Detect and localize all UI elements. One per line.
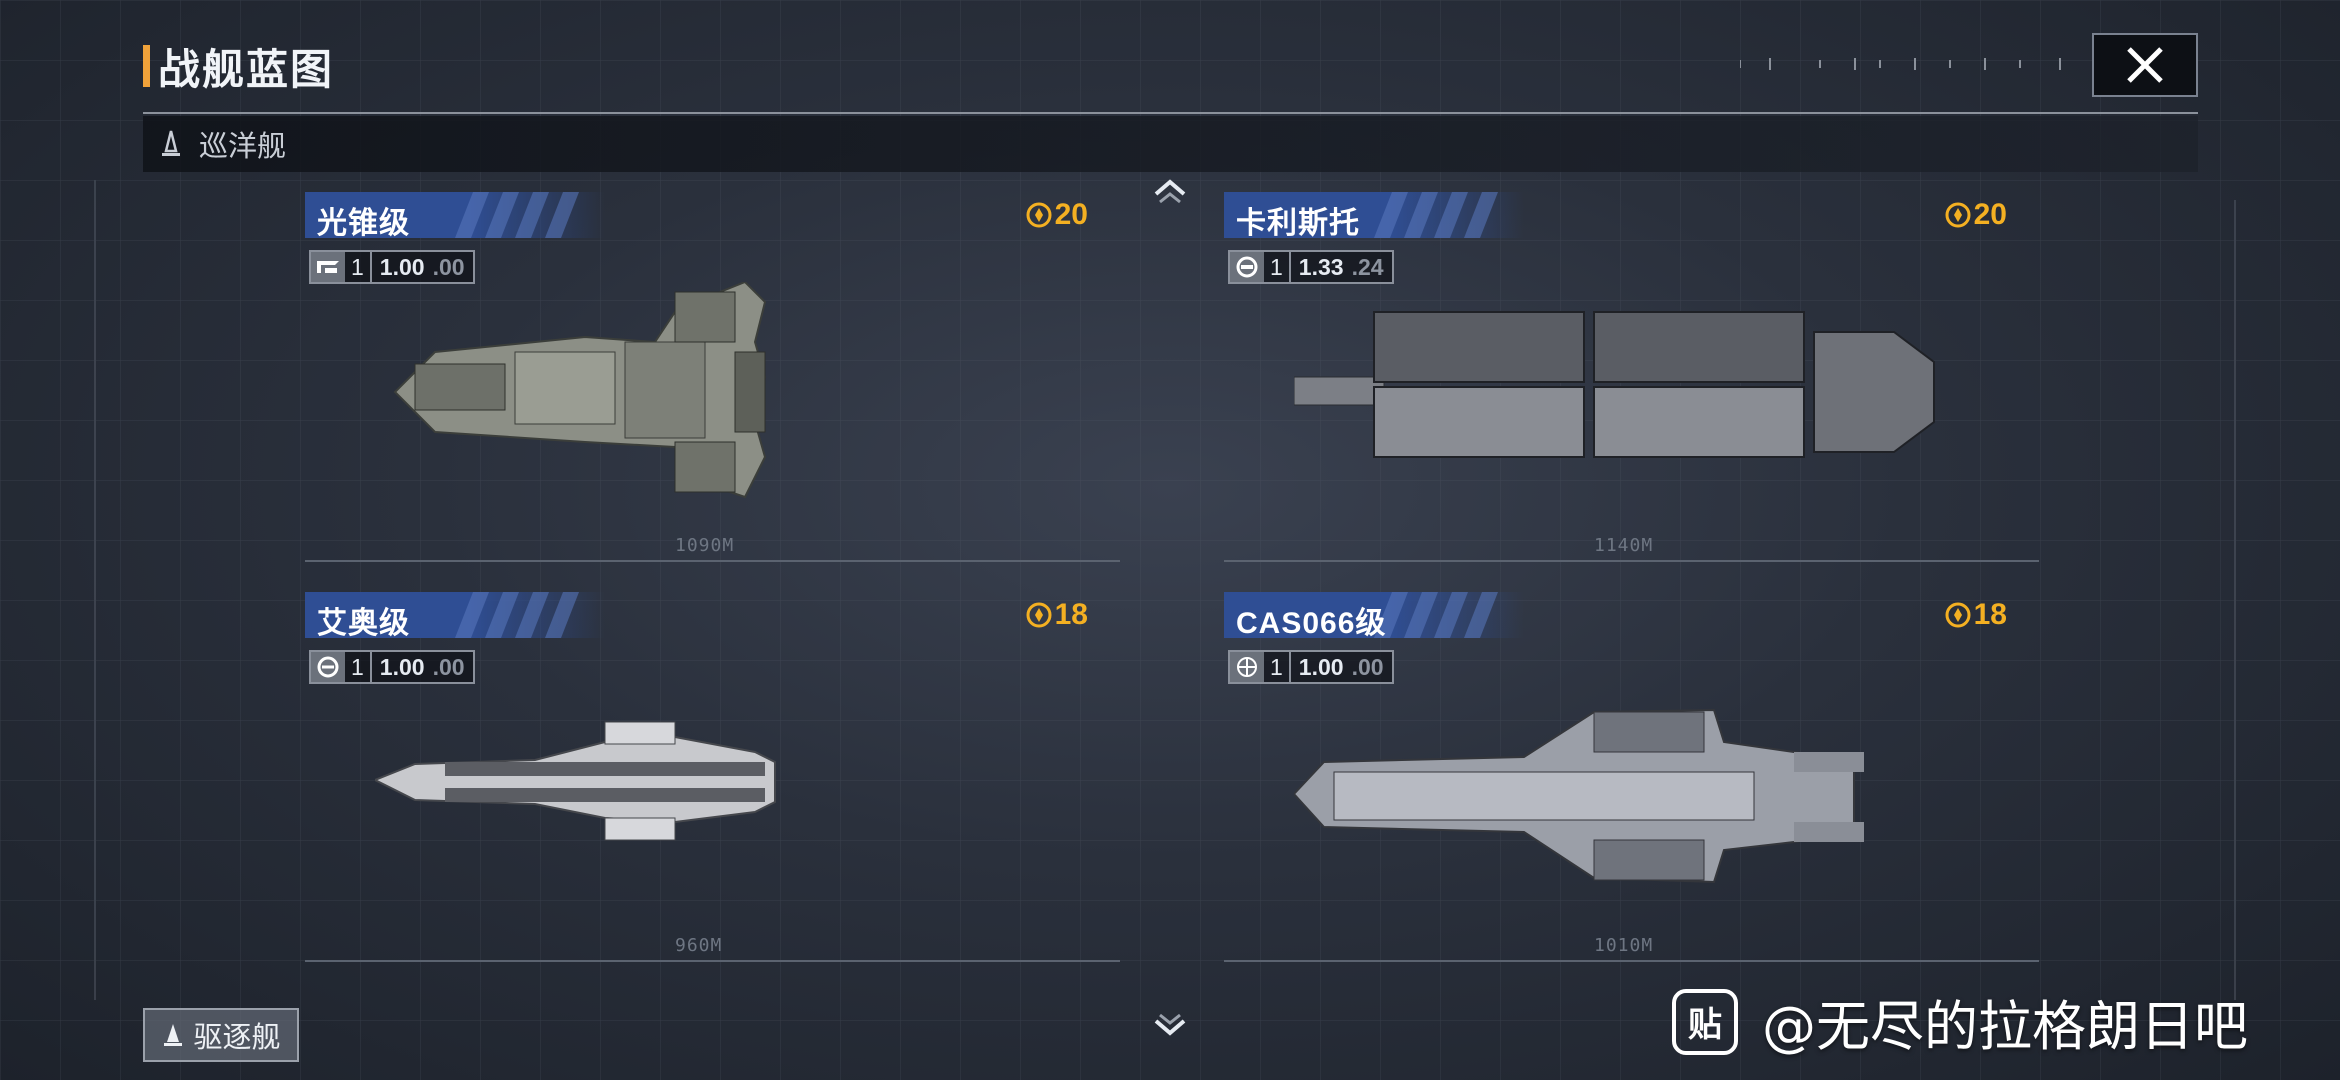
ship-name-tab: 艾奥级: [305, 592, 605, 640]
scale-baseline: [305, 560, 1120, 562]
close-button[interactable]: [2092, 33, 2198, 97]
ship-blueprint-image: [375, 721, 776, 841]
ship-length: 1140M: [1594, 535, 1654, 556]
blueprint-cost: 18: [1945, 598, 2007, 632]
watermark-text: @无尽的拉格朗日吧: [1762, 995, 2248, 1058]
category-label: 巡洋舰: [199, 131, 287, 163]
scale-baseline: [305, 960, 1120, 962]
ship-name-tab: CAS066级: [1224, 592, 1524, 640]
ship-name: 光锥级: [317, 207, 410, 240]
scroll-down-chevron-icon[interactable]: [1150, 1013, 1190, 1041]
ship-blueprint-image: [1294, 708, 1864, 884]
scale-baseline: [1224, 560, 2039, 562]
stat-value: 1.00: [1298, 653, 1344, 680]
ship-stat-box: 1 1.00 .00: [309, 650, 475, 684]
ship-name: 艾奥级: [317, 607, 410, 640]
stat-decimal: .00: [432, 253, 465, 280]
cost-value: 18: [1054, 598, 1088, 631]
currency-coin-icon: [1026, 202, 1052, 228]
scale-baseline: [1224, 960, 2039, 962]
cost-value: 18: [1973, 598, 2007, 631]
ship-name: CAS066级: [1236, 607, 1387, 640]
destroyer-label: 驱逐舰: [193, 1022, 281, 1054]
stat-count: 1: [345, 652, 372, 682]
header-divider: [143, 112, 2198, 114]
ship-blueprint-image: [393, 282, 767, 499]
stat-decimal: .24: [1351, 253, 1384, 280]
currency-coin-icon: [1945, 602, 1971, 628]
ship-length: 1010M: [1594, 935, 1654, 956]
cruiser-class-icon: [162, 130, 180, 156]
scroll-up-chevron-icon[interactable]: [1150, 176, 1190, 204]
title-accent-bar: [143, 45, 150, 87]
ship-length: 1090M: [675, 535, 735, 556]
stat-value: 1.00: [379, 253, 425, 280]
forum-watermark: 贴 @无尽的拉格朗日吧: [1672, 982, 2248, 1061]
currency-coin-icon: [1945, 202, 1971, 228]
manufacturer-logo-icon: [1230, 252, 1264, 282]
ship-name-tab: 卡利斯托: [1224, 192, 1524, 240]
blueprint-cost: 20: [1945, 198, 2007, 232]
category-bar[interactable]: 巡洋舰: [143, 116, 2198, 172]
currency-coin-icon: [1026, 602, 1052, 628]
ship-card-io[interactable]: 艾奥级 18 1 1.00 .00 960M: [305, 592, 1120, 962]
stat-count: 1: [1264, 252, 1291, 282]
ship-name: 卡利斯托: [1236, 207, 1360, 240]
destroyer-class-icon: [164, 1024, 183, 1046]
manufacturer-logo-icon: [311, 252, 345, 282]
cost-value: 20: [1054, 198, 1088, 231]
stat-value: 1.33: [1298, 253, 1344, 280]
stat-value: 1.00: [379, 653, 425, 680]
stat-decimal: .00: [1351, 653, 1384, 680]
ship-card-cas066[interactable]: CAS066级 18 1 1.00 .00 1010M: [1224, 592, 2039, 962]
stat-count: 1: [345, 252, 372, 282]
blueprint-cost: 18: [1026, 598, 1088, 632]
ship-card-callisto[interactable]: 卡利斯托 20 1 1.33 .24 1140M: [1224, 192, 2039, 562]
ship-stat-box: 1 1.33 .24: [1228, 250, 1394, 284]
ship-stat-box: 1 1.00 .00: [309, 250, 475, 284]
ship-stat-box: 1 1.00 .00: [1228, 650, 1394, 684]
tieba-logo-icon: 贴: [1672, 988, 1738, 1055]
close-icon: [2127, 47, 2163, 83]
page-header: 战舰蓝图: [143, 42, 334, 93]
ship-card-guangzhui[interactable]: 光锥级 20 1 1.00 .00 1090M: [305, 192, 1120, 562]
stat-count: 1: [1264, 652, 1291, 682]
stat-decimal: .00: [432, 653, 465, 680]
destroyer-category-button[interactable]: 驱逐舰: [143, 1008, 299, 1062]
ship-name-tab: 光锥级: [305, 192, 605, 240]
header-tick-marks: [1740, 58, 2061, 70]
ship-length: 960M: [675, 935, 723, 956]
blueprint-cost: 20: [1026, 198, 1088, 232]
manufacturer-logo-icon: [1230, 652, 1264, 682]
manufacturer-logo-icon: [311, 652, 345, 682]
ship-blueprint-image: [1294, 311, 1935, 458]
cost-value: 20: [1973, 198, 2007, 231]
page-title: 战舰蓝图: [158, 45, 335, 93]
